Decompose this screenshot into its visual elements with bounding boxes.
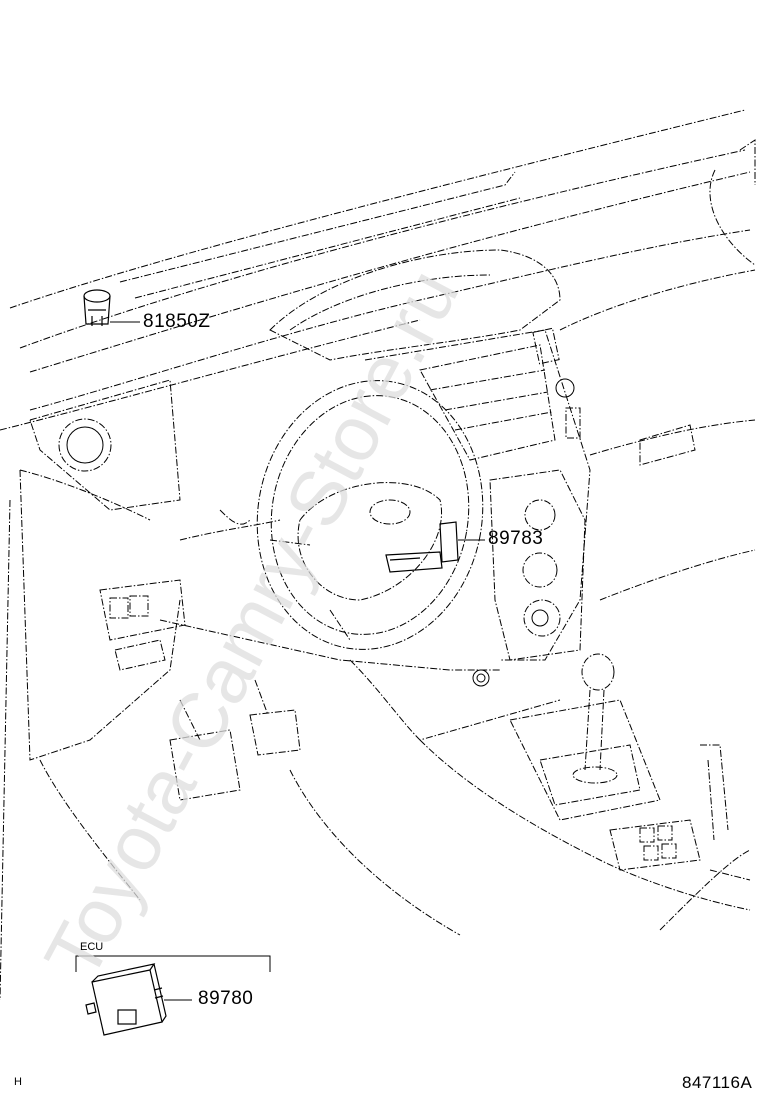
callout-81850z: 81850Z — [143, 311, 211, 332]
figure-id: 847116A — [682, 1073, 753, 1092]
ecu-group-bracket — [75, 955, 271, 972]
part-89780-ecu — [85, 963, 192, 1036]
part-81850z-sensor — [83, 289, 140, 326]
ecu-group-label: ECU — [80, 941, 104, 953]
callout-89780: 89780 — [198, 988, 254, 1009]
corner-mark: H — [14, 1076, 22, 1088]
part-89783-transponder — [385, 521, 485, 573]
callout-89783: 89783 — [488, 528, 544, 549]
